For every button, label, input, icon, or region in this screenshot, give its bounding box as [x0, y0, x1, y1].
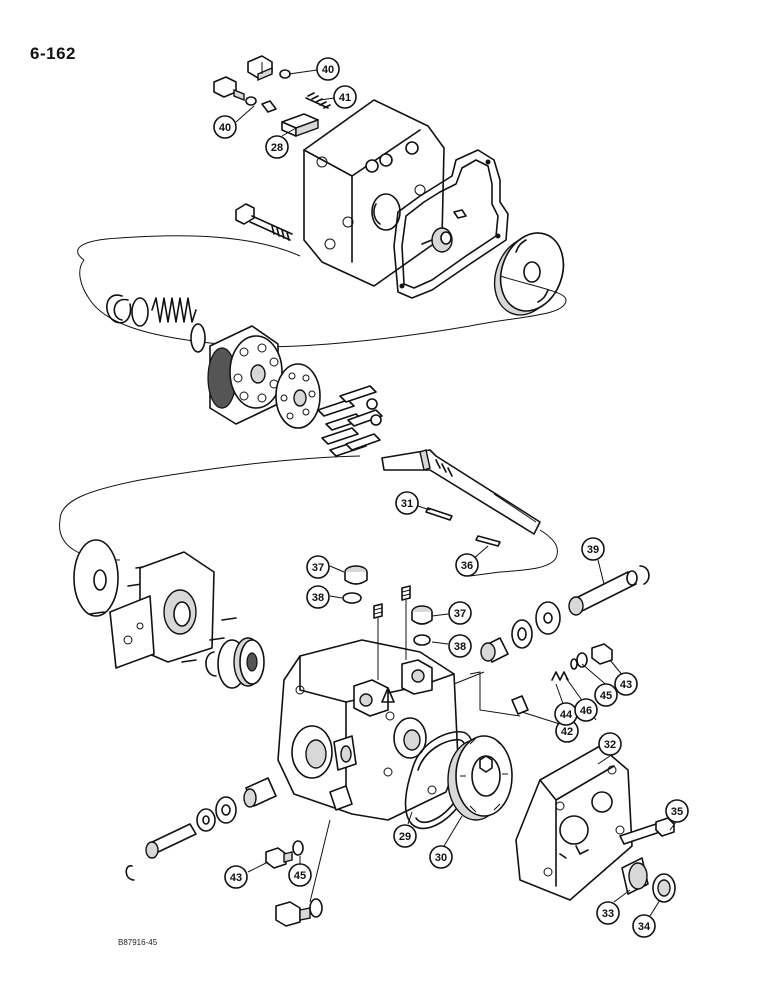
- leader-lines-right: [453, 671, 521, 717]
- spring-41: [305, 92, 331, 109]
- drain-plug: [275, 819, 331, 927]
- svg-text:33: 33: [602, 908, 614, 920]
- callout-39: 39: [581, 537, 605, 561]
- bearing-33: [621, 857, 649, 895]
- piston-set: [317, 385, 383, 457]
- pin-39: [568, 565, 650, 616]
- oring-38b: [413, 634, 431, 646]
- oring-38a: [342, 592, 362, 604]
- svg-text:36: 36: [461, 560, 473, 572]
- callout-46: 46: [574, 698, 598, 722]
- callout-36: 36: [455, 553, 479, 577]
- svg-text:31: 31: [401, 498, 413, 510]
- svg-text:40: 40: [322, 64, 334, 76]
- leader-lines: [235, 69, 677, 917]
- end-cover-housing: [303, 99, 445, 287]
- callout-30: 30: [429, 845, 453, 869]
- gasket: [393, 149, 509, 299]
- end-cover-32: [515, 745, 633, 901]
- callout-37-left: 37: [306, 555, 330, 579]
- bushing-right: [480, 637, 509, 663]
- page-number: 6-162: [30, 44, 76, 63]
- oring-45b: [292, 840, 304, 856]
- callout-33: 33: [596, 901, 620, 925]
- port-plate: [493, 232, 565, 316]
- spring-mid: [151, 297, 206, 353]
- snap-ring-left: [205, 651, 217, 677]
- svg-text:45: 45: [600, 690, 612, 702]
- svg-text:29: 29: [399, 831, 411, 843]
- svg-text:45: 45: [294, 870, 306, 882]
- pin-lower: [125, 823, 197, 881]
- svg-text:34: 34: [638, 921, 651, 933]
- figure-code: B87916-45: [118, 938, 158, 947]
- drive-shaft: [381, 449, 541, 535]
- svg-text:38: 38: [454, 641, 466, 653]
- cap-screw-35: [619, 817, 675, 845]
- key-36: [475, 535, 501, 547]
- svg-text:37: 37: [312, 562, 324, 574]
- key-31: [425, 507, 453, 521]
- svg-text:35: 35: [671, 806, 683, 818]
- svg-text:42: 42: [561, 726, 573, 738]
- cap-screw-28: [281, 113, 319, 137]
- callout-38-right: 38: [448, 634, 472, 658]
- washers-right: [511, 601, 561, 649]
- svg-text:30: 30: [435, 852, 447, 864]
- callout-45-right: 45: [594, 683, 618, 707]
- outline-loop-top: [77, 235, 567, 348]
- springs-housing: [373, 585, 411, 680]
- callout-41: 41: [333, 85, 357, 109]
- ball-bearing: [217, 637, 265, 689]
- callout-40-upper: 40: [316, 57, 340, 81]
- svg-text:28: 28: [271, 142, 283, 154]
- bushing-lower: [243, 777, 277, 808]
- callout-42: 42: [555, 719, 579, 743]
- washers-lower: [196, 796, 237, 832]
- callout-28: 28: [265, 135, 289, 159]
- callout-37-right: 37: [448, 601, 472, 625]
- seal-34: [652, 873, 676, 903]
- plug-37a: [344, 565, 368, 585]
- thrust-washer-left: [73, 539, 151, 617]
- callout-35: 35: [665, 799, 689, 823]
- svg-text:37: 37: [454, 608, 466, 620]
- long-bolt: [235, 203, 293, 241]
- callout-44: 44: [554, 702, 578, 726]
- callout-45-lower: 45: [288, 863, 312, 887]
- callout-43-right: 43: [614, 672, 638, 696]
- svg-text:32: 32: [604, 739, 616, 751]
- callout-34: 34: [632, 914, 656, 938]
- outline-loop-mid: [59, 455, 558, 577]
- bearing-upper: [421, 209, 467, 253]
- callout-31: 31: [395, 491, 419, 515]
- callout-29: 29: [393, 824, 417, 848]
- svg-text:38: 38: [312, 592, 324, 604]
- washer-mid: [131, 297, 149, 327]
- top-plugs: [213, 55, 331, 137]
- plug-43b: [265, 847, 293, 869]
- svg-text:40: 40: [219, 122, 231, 134]
- callout-32: 32: [598, 732, 622, 756]
- cylinder-barrel: [207, 325, 283, 425]
- retainer-plate: [275, 363, 321, 429]
- pump-housing: [277, 639, 459, 821]
- svg-text:43: 43: [620, 679, 632, 691]
- callout-38-left: 38: [306, 585, 330, 609]
- gerotor-30: [447, 735, 513, 821]
- svg-text:44: 44: [560, 709, 573, 721]
- svg-text:41: 41: [339, 92, 351, 104]
- swashplate-housing: [109, 551, 237, 669]
- svg-text:46: 46: [580, 705, 592, 717]
- svg-text:39: 39: [587, 544, 599, 556]
- plug-37b: [411, 605, 433, 625]
- callout-40-lower: 40: [213, 115, 237, 139]
- relief-valve: [511, 643, 613, 715]
- snap-ring-mid: [106, 294, 132, 324]
- callout-43-lower: 43: [224, 865, 248, 889]
- svg-text:43: 43: [230, 872, 242, 884]
